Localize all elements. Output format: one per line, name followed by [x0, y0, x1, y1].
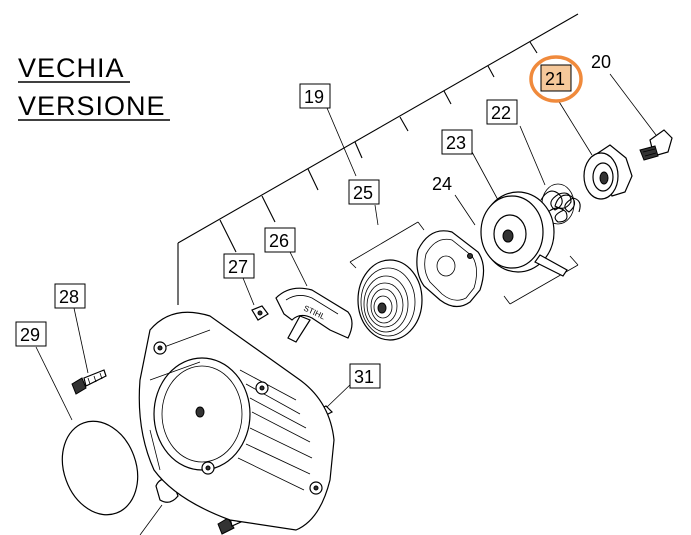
svg-text:20: 20	[591, 52, 611, 72]
svg-text:31: 31	[354, 367, 374, 387]
svg-text:25: 25	[353, 183, 373, 203]
part-20-screw	[639, 129, 673, 161]
assembly-bracket	[177, 13, 579, 305]
highlight-circle	[529, 55, 583, 103]
header-line-1: VECHIA	[18, 53, 125, 83]
label-22: 22	[486, 99, 518, 125]
part-28-screw	[71, 369, 107, 395]
label-24: 24	[432, 174, 452, 194]
svg-text:23: 23	[446, 133, 466, 153]
svg-text:27: 27	[228, 257, 248, 277]
part-24-plate	[416, 230, 485, 308]
label-23: 23	[441, 129, 473, 155]
label-20: 20	[591, 52, 611, 72]
starter-housing	[138, 311, 335, 531]
label-27: 27	[223, 253, 255, 279]
label-26: 26	[264, 227, 296, 253]
label-31: 31	[349, 363, 381, 389]
part-23-pulley	[480, 191, 568, 277]
svg-text:28: 28	[59, 287, 79, 307]
svg-text:22: 22	[491, 103, 511, 123]
svg-text:26: 26	[269, 231, 289, 251]
part-29-cover	[61, 420, 139, 516]
label-21-highlighted: 21	[529, 55, 583, 103]
label-29: 29	[15, 321, 47, 347]
part-27-clip	[251, 305, 269, 321]
svg-text:29: 29	[20, 325, 40, 345]
part-26-handle: STIHL	[275, 287, 353, 343]
svg-text:24: 24	[432, 174, 452, 194]
label-28: 28	[54, 283, 86, 309]
part-21-cap	[583, 144, 633, 200]
label-25: 25	[348, 179, 380, 205]
header-line-2: VERSIONE	[18, 91, 166, 121]
label-19: 19	[299, 83, 331, 109]
svg-text:21: 21	[545, 69, 565, 89]
part-25-spring-coil	[357, 259, 423, 341]
svg-text:19: 19	[304, 87, 324, 107]
